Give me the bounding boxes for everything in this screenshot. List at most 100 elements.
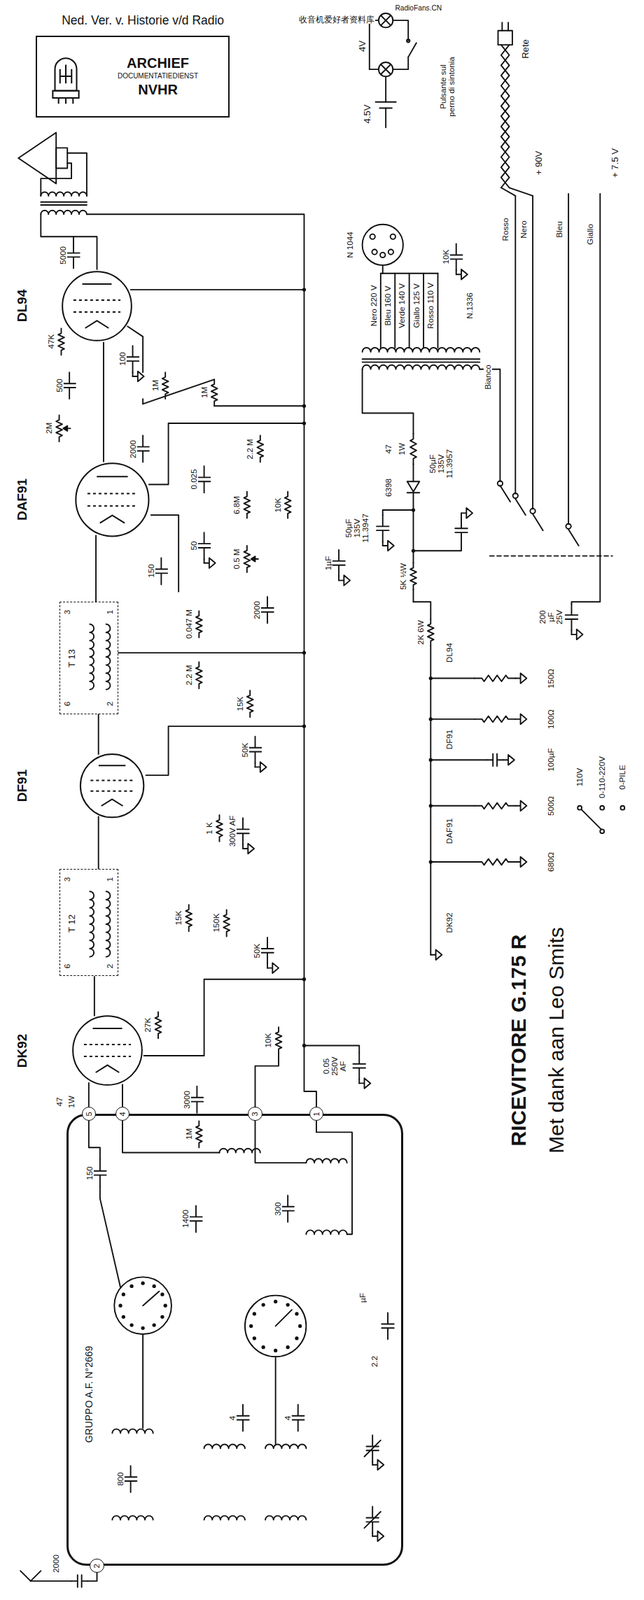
- tube-plate: [96, 476, 128, 478]
- resistor-symbol: [162, 372, 169, 399]
- wire: [385, 108, 387, 129]
- component-value: 150K: [212, 913, 221, 934]
- coil-symbol: [265, 1516, 306, 1522]
- pin-number: 3: [251, 1112, 259, 1117]
- component-value: 47: [54, 1096, 63, 1108]
- wire: [382, 265, 384, 274]
- coil-symbol: [106, 891, 111, 957]
- wire-connector: [98, 816, 100, 871]
- contact-symbol: [565, 524, 571, 530]
- component-value: 4: [283, 1415, 292, 1421]
- wire-connector: [98, 714, 100, 756]
- coil-symbol: [40, 210, 87, 215]
- contact-symbol: [577, 806, 582, 811]
- caption: Met dank aan Leo Smits: [545, 926, 568, 1155]
- archive-header: Ned. Ver. v. Historie v/d Radio: [60, 14, 225, 27]
- tube-outline: [70, 1014, 145, 1088]
- tube-plate: [98, 765, 126, 767]
- wire: [501, 44, 510, 188]
- capacitor-symbol: [71, 1575, 88, 1588]
- component-value: 50K: [252, 942, 262, 959]
- capacitor-symbol: [381, 1313, 394, 1340]
- junction-dot: [273, 1349, 278, 1354]
- wire-connector: [95, 535, 97, 603]
- component-value: 6.8M: [232, 495, 241, 516]
- resistor-symbol: [410, 434, 417, 465]
- terminal-pin: 3: [247, 1107, 262, 1122]
- ground-symbol: [338, 575, 350, 586]
- capacitor-symbol: [191, 1087, 203, 1114]
- wire: [40, 214, 97, 270]
- coil-symbol: [112, 1430, 153, 1435]
- wire: [567, 193, 570, 525]
- coil-symbol: [362, 365, 481, 370]
- contact-symbol: [513, 493, 518, 499]
- wire: [382, 510, 414, 516]
- wire: [413, 464, 415, 482]
- junction-dot: [261, 1303, 266, 1307]
- wire: [413, 602, 431, 620]
- component-value: 300V AF: [228, 815, 237, 849]
- junction-dot: [160, 1293, 164, 1298]
- supply-label: Rete: [520, 38, 531, 60]
- wire: [430, 678, 475, 680]
- tube-plate: [82, 283, 112, 285]
- terminal-pin: 2: [89, 1559, 104, 1574]
- wire: [514, 196, 516, 495]
- wire: [275, 1310, 292, 1327]
- ground-symbol: [372, 1531, 384, 1543]
- junction-dot: [429, 804, 433, 808]
- capacitor-symbol: [376, 515, 389, 542]
- wire: [392, 57, 409, 70]
- ground-symbol: [382, 541, 395, 552]
- component-value: 6398: [384, 478, 393, 498]
- resistor-symbol: [474, 802, 516, 810]
- tube-electrodes: [75, 463, 149, 537]
- contact-symbol: [529, 508, 535, 514]
- wire: [40, 163, 72, 196]
- tube-grid: [87, 493, 138, 495]
- contact-symbol: [370, 234, 376, 240]
- wire: [40, 201, 87, 203]
- component-value: 50: [189, 541, 199, 552]
- component-value: 10K: [273, 497, 282, 514]
- junction-dot: [286, 1303, 290, 1307]
- resistor-symbol: [410, 563, 417, 591]
- component-value: 15K: [235, 696, 245, 713]
- pin-number: 6: [63, 963, 72, 969]
- capacitor-symbol: [486, 753, 503, 766]
- wire: [430, 759, 487, 761]
- coil-symbol: [89, 891, 94, 957]
- contact-symbol: [371, 249, 377, 255]
- capacitor-symbol: [136, 436, 149, 463]
- wire: [499, 485, 511, 502]
- if-transformer-can: T 12: [59, 869, 119, 977]
- stamp-heading: NVHR: [137, 81, 178, 99]
- component-value: 500: [54, 378, 63, 393]
- component-value: 47: [384, 443, 393, 455]
- wire: [515, 499, 526, 516]
- coil-symbol: [305, 1230, 347, 1235]
- component-value: 50K: [240, 742, 250, 759]
- supply-label: Bleu: [555, 220, 564, 238]
- wire: [375, 101, 397, 103]
- capacitor-symbol: [236, 1405, 249, 1433]
- wave-switch: [114, 1277, 172, 1335]
- component-value: 47K: [46, 333, 56, 350]
- junction-dot: [121, 1316, 126, 1320]
- ground-symbol: [515, 714, 527, 726]
- junction-dot: [302, 1044, 306, 1048]
- contact-symbol: [390, 234, 396, 240]
- wire: [88, 1121, 101, 1160]
- stamp-icon: [44, 46, 88, 106]
- stamp-tube: [55, 58, 77, 91]
- capacitor-symbol: [261, 938, 273, 965]
- wire: [144, 980, 305, 1057]
- wire: [255, 1121, 307, 1164]
- capacitor-symbol: [450, 243, 462, 271]
- coil-symbol: [89, 624, 94, 690]
- junction-dot: [302, 287, 306, 292]
- coil-symbol: [305, 1159, 347, 1164]
- capacitor-symbol: [189, 1206, 202, 1233]
